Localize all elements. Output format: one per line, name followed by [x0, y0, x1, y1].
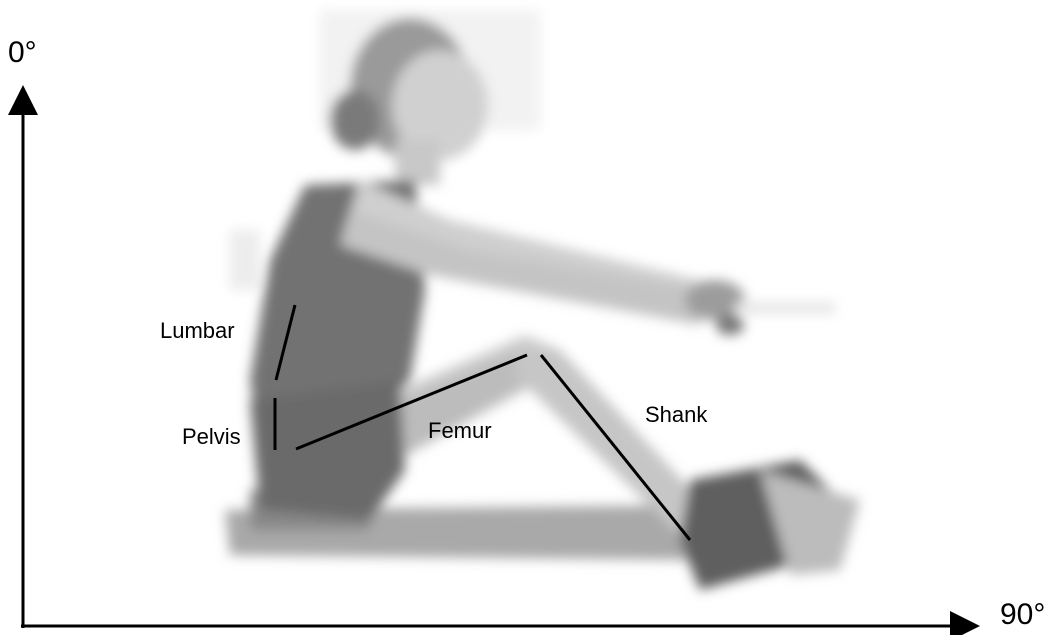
femur-label: Femur — [428, 420, 492, 442]
shank-label: Shank — [645, 404, 707, 426]
lumbar-label: Lumbar — [160, 320, 235, 342]
horizontal-axis-label: 90° — [1000, 600, 1045, 630]
blurred-rower-photo — [225, 10, 860, 590]
vertical-axis-label: 0° — [8, 38, 37, 68]
pelvis-label: Pelvis — [182, 426, 241, 448]
